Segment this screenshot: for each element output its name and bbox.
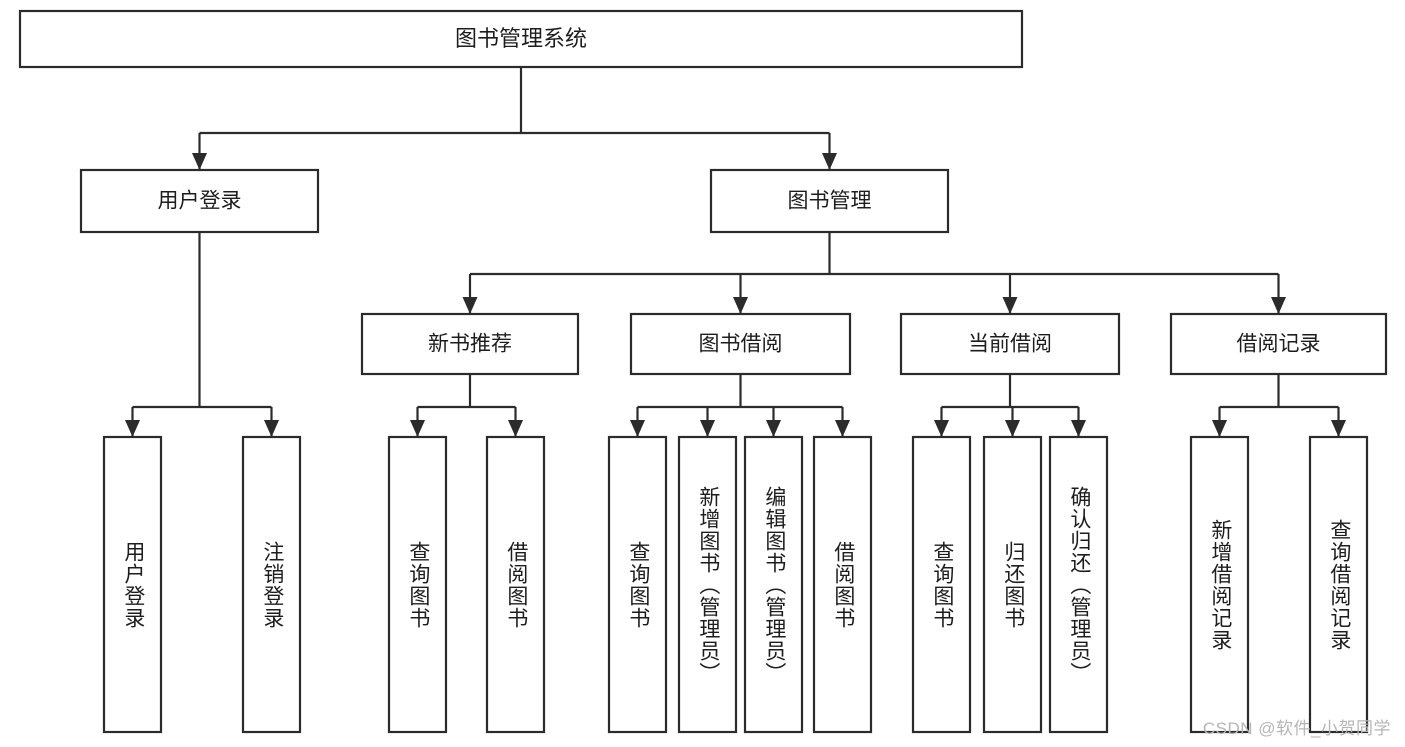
node-root[interactable]: 图书管理系统 (18, 9, 1024, 69)
arrow-head-icon-leaf-logout (264, 420, 279, 437)
node-leaf-return-book-rect[interactable] (982, 435, 1043, 734)
node-new-book-rec[interactable]: 新书推荐 (360, 312, 580, 376)
arrow-head-icon-leaf-borrow-book-2 (835, 420, 850, 437)
connectors-layer (125, 67, 1346, 437)
node-leaf-query-book-1-rect[interactable] (387, 435, 448, 734)
arrow-head-icon-leaf-add-book (700, 420, 715, 437)
node-book-manage-rect[interactable] (709, 168, 950, 234)
node-current-borrow-label: 当前借阅 (968, 333, 1052, 356)
node-borrow-record-label: 借阅记录 (1237, 333, 1321, 356)
node-leaf-add-book-rect[interactable] (677, 435, 738, 734)
node-book-manage[interactable]: 图书管理 (709, 168, 950, 234)
node-user-login-rect[interactable] (79, 168, 320, 234)
node-new-book-rec-rect[interactable] (360, 312, 580, 376)
arrow-head-icon-user-login (192, 153, 207, 170)
arrow-head-icon-book-manage (822, 153, 837, 170)
node-user-login-label: 用户登录 (158, 190, 242, 213)
arrow-head-icon-leaf-query-book-3 (934, 420, 949, 437)
arrow-head-icon-leaf-query-record (1331, 420, 1346, 437)
node-book-manage-label: 图书管理 (788, 190, 872, 213)
node-root-label: 图书管理系统 (455, 26, 587, 51)
node-leaf-confirm-return-rect[interactable] (1048, 435, 1109, 734)
arrow-head-icon-borrow-record (1271, 297, 1286, 314)
node-borrow-record[interactable]: 借阅记录 (1169, 312, 1388, 376)
arrow-head-icon-book-borrow (733, 297, 748, 314)
node-leaf-borrow-book-2-rect[interactable] (812, 435, 873, 734)
arrow-head-icon-current-borrow (1002, 297, 1018, 314)
arrow-head-icon-leaf-query-book-2 (630, 420, 645, 437)
node-leaf-query-book-2-rect[interactable] (607, 435, 668, 734)
node-current-borrow[interactable]: 当前借阅 (899, 312, 1121, 376)
node-book-borrow[interactable]: 图书借阅 (629, 312, 852, 376)
arrow-head-icon-leaf-user-login (125, 420, 140, 437)
node-borrow-record-rect[interactable] (1169, 312, 1388, 376)
node-user-login[interactable]: 用户登录 (79, 168, 320, 234)
node-new-book-rec-label: 新书推荐 (428, 333, 512, 356)
arrow-head-icon-leaf-query-book-1 (410, 420, 425, 437)
node-leaf-query-record-rect[interactable] (1308, 435, 1369, 734)
node-root-rect[interactable] (18, 9, 1024, 69)
node-leaf-add-record-rect[interactable] (1189, 435, 1250, 734)
arrow-head-icon-leaf-borrow-book-1 (508, 420, 523, 437)
watermark-text: CSDN @软件_小贺同学 (1202, 719, 1391, 738)
arrow-head-icon-leaf-edit-book (766, 420, 781, 437)
node-current-borrow-rect[interactable] (899, 312, 1121, 376)
arrow-head-icon-leaf-add-record (1212, 420, 1227, 437)
arrow-head-icon-new-book-rec (462, 297, 478, 314)
node-book-borrow-label: 图书借阅 (699, 333, 783, 356)
arrow-head-icon-leaf-return-book (1005, 420, 1020, 437)
node-book-borrow-rect[interactable] (629, 312, 852, 376)
node-leaf-user-login-rect[interactable] (102, 435, 163, 734)
node-leaf-borrow-book-1-rect[interactable] (485, 435, 546, 734)
node-leaf-logout-rect[interactable] (241, 435, 302, 734)
arrow-head-icon-leaf-confirm-return (1071, 420, 1086, 437)
node-leaf-edit-book-rect[interactable] (743, 435, 804, 734)
node-leaf-query-book-3-rect[interactable] (911, 435, 972, 734)
